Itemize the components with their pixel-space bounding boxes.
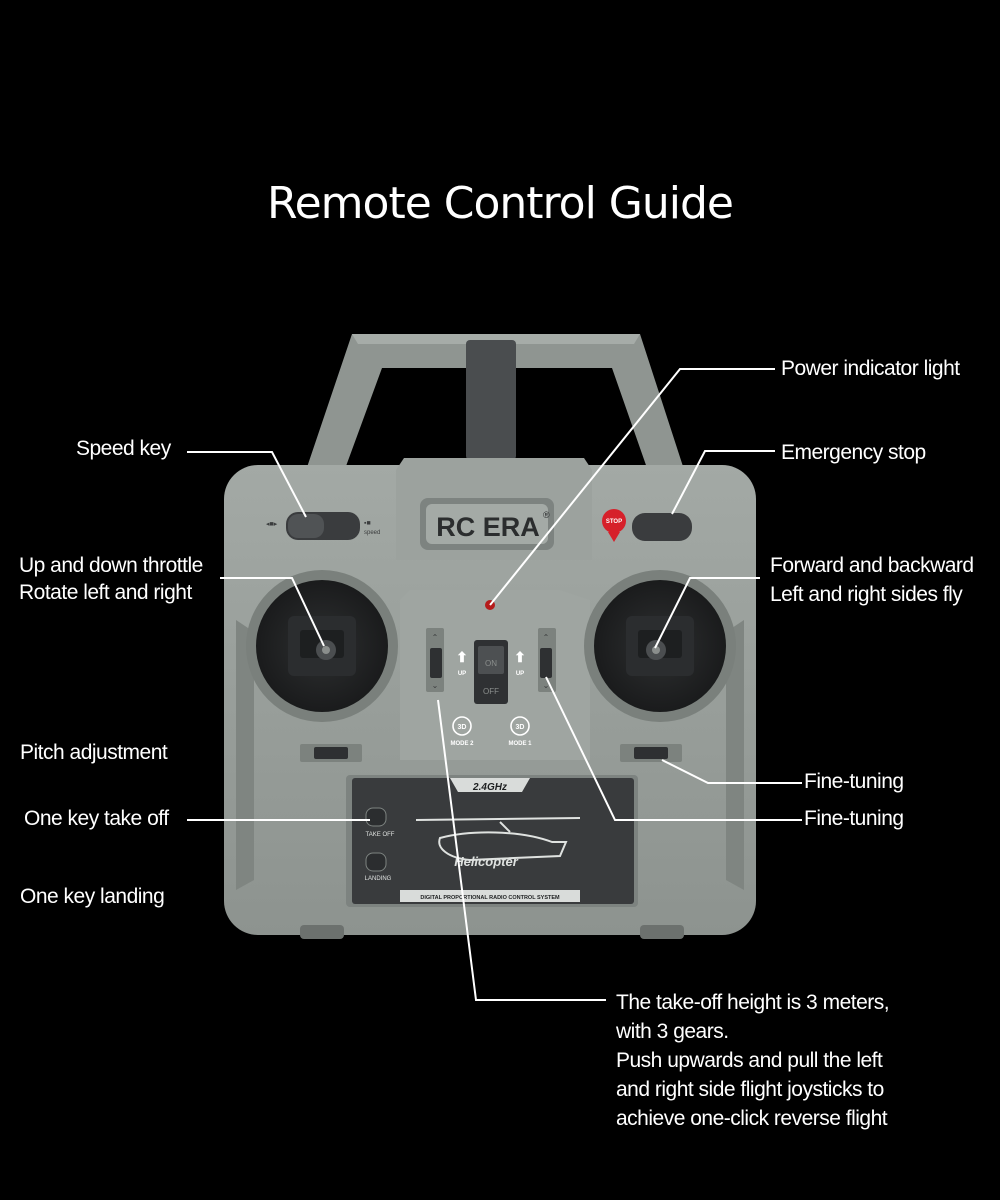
mode-1-3d-icon: 3D <box>516 724 525 731</box>
landing-button-label: LANDING <box>365 876 392 882</box>
mode-2-label: MODE 2 <box>450 741 474 747</box>
pitch-trim[interactable] <box>300 744 362 762</box>
svg-text:⌃: ⌃ <box>432 633 439 642</box>
label-throttle-2: Rotate left and right <box>19 581 192 604</box>
up-arrow-left-icon: ⬆ <box>456 649 468 665</box>
takeoff-description: The take-off height is 3 meters, with 3 … <box>616 988 986 1133</box>
take-off-button-label: TAKE OFF <box>366 832 395 838</box>
landing-button[interactable]: LANDING <box>365 852 392 882</box>
label-take-off: One key take off <box>24 807 169 830</box>
antenna <box>466 340 516 460</box>
brand-logo: RC ERA <box>436 512 540 542</box>
speed-key[interactable]: ◂■▸ ▪■ speed <box>266 512 380 540</box>
description-line: with 3 gears. <box>616 1020 729 1043</box>
system-label: DIGITAL PROPORTIONAL RADIO CONTROL SYSTE… <box>420 895 560 901</box>
power-switch[interactable]: ON OFF <box>474 640 508 704</box>
description-line: The take-off height is 3 meters, <box>616 991 890 1014</box>
speed-low-icon: ◂■▸ <box>266 521 278 528</box>
mode-2-indicator: 3D MODE 2 <box>450 716 474 747</box>
take-off-button[interactable]: TAKE OFF <box>365 807 395 838</box>
label-throttle-1: Up and down throttle <box>19 554 203 577</box>
label-forward-1: Forward and backward <box>770 554 974 577</box>
speed-small-label: speed <box>364 530 380 536</box>
up-left-label: UP <box>458 671 466 677</box>
right-trim[interactable]: ⌃ ⌄ <box>538 628 556 692</box>
model-name: Helicopter <box>454 854 519 869</box>
label-speed-key: Speed key <box>76 437 171 460</box>
helicopter-icon <box>415 817 581 862</box>
emergency-stop-button[interactable]: STOP <box>602 509 692 542</box>
label-emergency-stop: Emergency stop <box>781 441 926 464</box>
description-line: and right side flight joysticks to <box>616 1078 884 1101</box>
switch-on-label: ON <box>485 659 497 668</box>
label-pitch: Pitch adjustment <box>20 741 168 764</box>
stop-badge-label: STOP <box>606 519 622 525</box>
label-landing: One key landing <box>20 885 165 908</box>
mode-2-3d-icon: 3D <box>458 724 467 731</box>
label-fine-tuning-2: Fine-tuning <box>804 807 904 830</box>
callout-lines <box>187 368 802 1001</box>
stop-arrow-icon <box>608 532 620 542</box>
brand-mark: ® <box>543 510 550 520</box>
label-power-indicator: Power indicator light <box>781 357 960 380</box>
frequency-label: 2.4GHz <box>472 782 507 793</box>
switch-off-label: OFF <box>483 687 499 696</box>
description-line: Push upwards and pull the left <box>616 1049 883 1072</box>
left-joystick[interactable] <box>246 570 398 722</box>
label-fine-tuning-1: Fine-tuning <box>804 770 904 793</box>
svg-text:⌄: ⌄ <box>543 681 550 690</box>
mode-1-indicator: 3D MODE 1 <box>508 716 532 747</box>
bottom-panel: 2.4GHz Helicopter DIGITAL PROPORTIONAL R… <box>346 775 638 907</box>
mode-1-label: MODE 1 <box>508 741 532 747</box>
brand-badge: RC ERA ® <box>420 498 554 550</box>
svg-text:⌃: ⌃ <box>543 633 550 642</box>
up-arrow-right-icon: ⬆ <box>514 649 526 665</box>
right-joystick[interactable] <box>584 570 736 722</box>
page-title: Remote Control Guide <box>267 178 734 229</box>
description-line: achieve one-click reverse flight <box>616 1107 888 1130</box>
up-right-label: UP <box>516 671 524 677</box>
label-forward-2: Left and right sides fly <box>770 583 963 606</box>
stop-badge-icon <box>602 509 626 533</box>
speed-high-icon: ▪■ <box>364 520 371 527</box>
svg-text:⌄: ⌄ <box>432 681 439 690</box>
fine-tuning-trim[interactable] <box>620 744 682 762</box>
left-trim[interactable]: ⌃ ⌄ <box>426 628 444 692</box>
